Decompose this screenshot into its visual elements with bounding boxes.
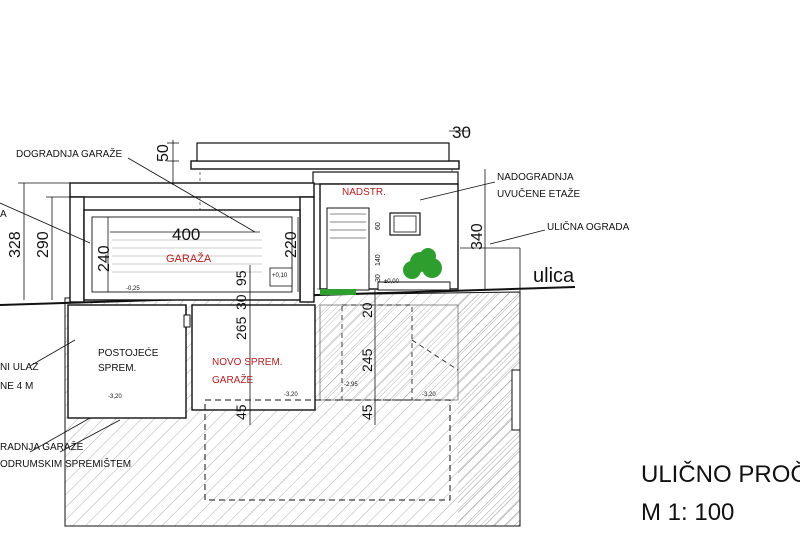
label-postojece-line1: POSTOJEĆE [98, 346, 159, 359]
title-line2: M 1: 100 [641, 499, 734, 526]
dim-60: 60 [375, 222, 382, 230]
garage-block [69, 182, 315, 303]
upper-floor [190, 142, 460, 291]
label-garaza: GARAŽA [166, 252, 212, 265]
label-nadstr: NADSTR. [342, 187, 386, 198]
label-ulaz-line1: NI ULAZ [0, 362, 38, 373]
tree-drawing [320, 248, 442, 295]
label-bottom-line1: RADNJA GARAŽE [0, 440, 84, 453]
dim-265: 265 [233, 316, 249, 340]
dim-240: 240 [96, 245, 113, 272]
level-p000: ±0,00 [384, 279, 400, 285]
ground-soil [64, 291, 521, 527]
leader-lines [0, 157, 546, 453]
label-bottom-line2: ODRUMSKIM SPREMIŠTEM [0, 457, 131, 470]
label-nadogradnja-line1: NADOGRADNJA [497, 172, 574, 183]
label-postojece-line2: SPREM. [98, 363, 136, 374]
dim-30c: 30 [375, 274, 382, 282]
dim-20: 20 [359, 302, 375, 318]
dim-140: 140 [375, 254, 382, 266]
label-novo-sprem-line1: NOVO SPREM. [212, 357, 283, 368]
title-line1: ULIČNO PROČ [641, 460, 800, 488]
level-p010: +0,10 [272, 273, 288, 279]
label-left-cut: A [0, 209, 7, 220]
dim-45a: 45 [233, 404, 249, 420]
dim-290: 290 [35, 231, 52, 258]
level-m025: -0,25 [126, 286, 140, 292]
dim-245: 245 [359, 348, 375, 372]
dim-220: 220 [283, 231, 300, 258]
label-ulicna-ograda: ULIČNA OGRADA [547, 220, 630, 233]
level-m295: -2,95 [344, 382, 358, 388]
dim-30: 30 [452, 123, 471, 142]
dim-95: 95 [233, 270, 249, 286]
dim-328: 328 [7, 231, 24, 258]
level-m320c: -3,20 [422, 392, 436, 398]
dim-400: 400 [172, 225, 200, 244]
dimension-lines [18, 130, 486, 425]
label-ulica: ulica [533, 265, 575, 287]
dim-50: 50 [155, 144, 172, 162]
dim-45b: 45 [359, 404, 375, 420]
level-m320b: -3,20 [284, 392, 298, 398]
label-dogradnja-garaze: DOGRADNJA GARAŽE [16, 147, 122, 160]
dim-30b: 30 [233, 294, 249, 310]
label-nadogradnja-line2: UVUČENE ETAŽE [497, 187, 580, 200]
label-ulaz-line2: NE 4 M [0, 381, 33, 392]
level-m320a: -3,20 [108, 394, 122, 400]
dim-340: 340 [469, 223, 486, 250]
label-novo-sprem-line2: GARAŽE [212, 373, 253, 386]
